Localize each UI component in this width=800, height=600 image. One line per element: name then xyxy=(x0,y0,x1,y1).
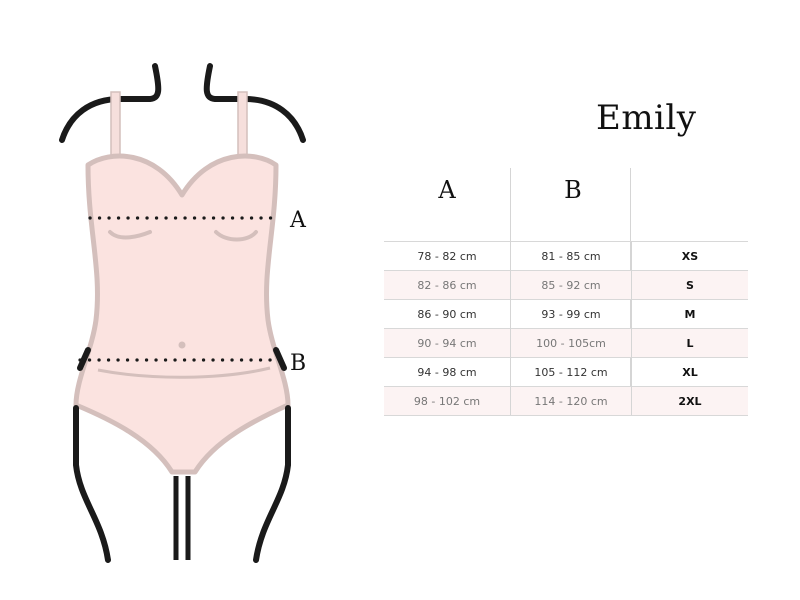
size-cell: S xyxy=(631,270,748,300)
marker-a: A xyxy=(289,208,307,233)
product-title: Emily xyxy=(596,98,697,138)
table-row: 78 - 82 cm 81 - 85 cm XS xyxy=(384,241,748,271)
left-leg-line xyxy=(73,405,111,563)
left-strap xyxy=(110,91,121,161)
table-row: 86 - 90 cm 93 - 99 cm M xyxy=(384,299,748,329)
right-strap xyxy=(237,91,248,161)
left-shoulder-line xyxy=(59,63,162,143)
right-cup-line xyxy=(214,230,258,242)
left-hip-band xyxy=(77,347,91,371)
size-cell: M xyxy=(631,299,748,329)
measure-b-cell: 93 - 99 cm xyxy=(510,299,632,329)
briefs-line xyxy=(97,366,271,379)
measure-b-cell: 81 - 85 cm xyxy=(510,241,632,271)
size-cell: 2XL xyxy=(631,386,748,416)
measure-a-cell: 78 - 82 cm xyxy=(384,241,511,271)
right-shoulder-line xyxy=(203,63,306,143)
table-row: 94 - 98 cm 105 - 112 cm XL xyxy=(384,357,748,387)
measure-a-cell: 90 - 94 cm xyxy=(384,328,511,358)
bodysuit-measurement-figure: A B xyxy=(59,63,307,563)
marker-b: B xyxy=(290,351,306,376)
measure-b-cell: 100 - 105cm xyxy=(510,328,632,358)
measure-a-cell: 98 - 102 cm xyxy=(384,386,511,416)
navel xyxy=(178,341,186,349)
measure-b-cell: 114 - 120 cm xyxy=(510,386,632,416)
measure-a-cell: 94 - 98 cm xyxy=(384,357,511,387)
table-row: 90 - 94 cm 100 - 105cm L xyxy=(384,328,748,358)
measure-b-cell: 85 - 92 cm xyxy=(510,270,632,300)
table-row: 98 - 102 cm 114 - 120 cm 2XL xyxy=(384,386,748,416)
measure-a-cell: 86 - 90 cm xyxy=(384,299,511,329)
size-cell: L xyxy=(631,328,748,358)
table-row: 82 - 86 cm 85 - 92 cm S xyxy=(384,270,748,300)
measure-b-cell: 105 - 112 cm xyxy=(510,357,632,387)
size-cell: XS xyxy=(631,241,748,271)
column-header-a: A xyxy=(438,176,456,204)
size-cell: XL xyxy=(631,357,748,387)
measure-a-cell: 82 - 86 cm xyxy=(384,270,511,300)
size-chart-table: 78 - 82 cm 81 - 85 cm XS 82 - 86 cm 85 -… xyxy=(384,241,748,416)
bodysuit-shape xyxy=(73,153,291,475)
right-leg-line xyxy=(253,405,291,563)
left-cup-line xyxy=(108,230,152,240)
column-header-b: B xyxy=(564,176,582,204)
